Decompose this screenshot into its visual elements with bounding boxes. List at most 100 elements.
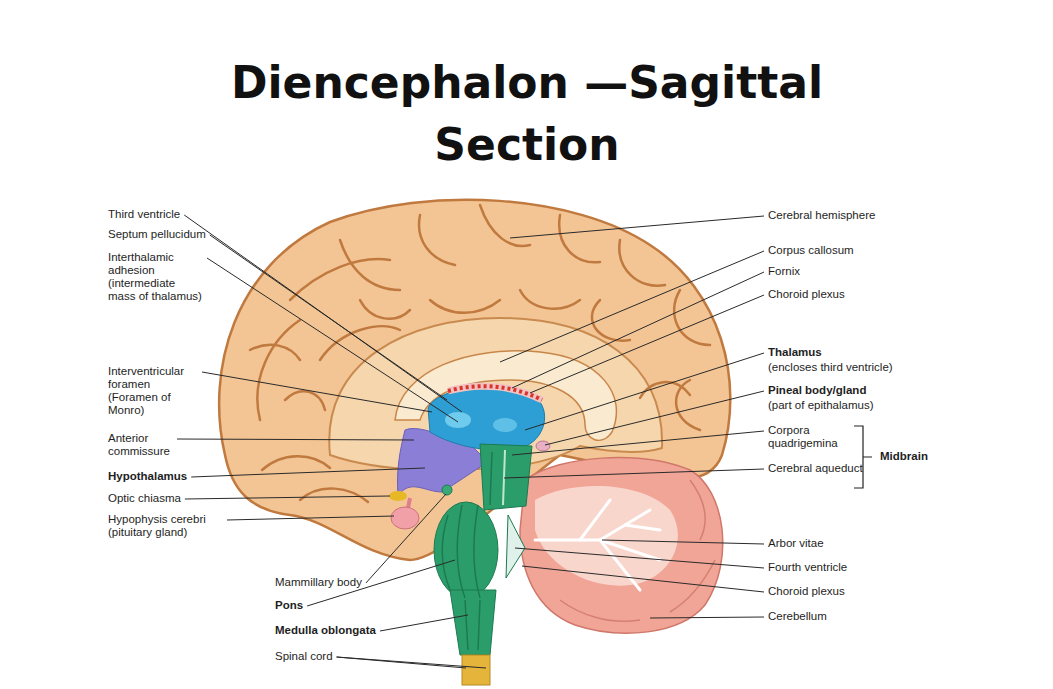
leader-line xyxy=(227,516,394,520)
diencephalon xyxy=(536,441,550,451)
cerebellum xyxy=(560,480,715,621)
structure-label: Third ventricle xyxy=(108,208,180,221)
structure-label: Fourth ventricle xyxy=(768,561,847,574)
structure-label: Pons xyxy=(275,599,303,612)
structure-label: Cerebral hemisphere xyxy=(768,209,875,222)
leader-line xyxy=(525,353,764,430)
structure-label: Corpus callosum xyxy=(768,244,854,257)
brainstem xyxy=(457,505,465,598)
structure-label: Hypothalamus xyxy=(108,470,187,483)
diagram-title: Diencephalon —Sagittal Section xyxy=(170,52,884,176)
cerebrum xyxy=(480,205,530,246)
midbrain-bracket xyxy=(854,426,872,488)
diencephalon xyxy=(391,507,419,529)
structure-label: Midbrain xyxy=(880,450,928,463)
leader-line xyxy=(522,566,764,592)
structure-label: Interventricular foramen (Foramen of Mon… xyxy=(108,365,198,417)
cerebrum xyxy=(419,215,455,265)
structure-label: Choroid plexus xyxy=(768,288,845,301)
structure-label: Anterior commissure xyxy=(108,432,173,458)
cerebellum xyxy=(535,486,678,586)
cerebellum xyxy=(560,600,640,621)
leader-line xyxy=(337,657,486,668)
brainstem xyxy=(442,515,450,590)
structure-label: Hypophysis cerebri (pituitary gland) xyxy=(108,513,223,539)
cerebrum xyxy=(430,300,500,313)
structure-label: Fornix xyxy=(768,265,800,278)
cerebrum xyxy=(674,290,710,345)
cerebrum xyxy=(290,259,390,300)
cerebellum xyxy=(580,500,610,540)
leader-line xyxy=(515,548,764,568)
structure-label: (part of epithalamus) xyxy=(768,399,873,412)
structure-label: Medulla oblongata xyxy=(275,624,376,637)
brainstem xyxy=(490,452,492,505)
leader-line xyxy=(512,272,764,388)
cerebrum xyxy=(592,300,630,341)
structure-label: Mammillary body xyxy=(275,576,362,589)
structure-label: Optic chiasma xyxy=(108,492,181,505)
leader-line xyxy=(207,258,458,422)
diencephalon xyxy=(442,485,452,495)
cerebellum xyxy=(625,525,660,530)
brainstem xyxy=(474,505,480,598)
cerebellum xyxy=(520,458,723,634)
cerebrum xyxy=(520,290,580,309)
brainstem xyxy=(462,655,490,685)
structure-label: Corpora quadrigemina xyxy=(768,424,863,450)
cerebellum xyxy=(520,458,723,634)
brainstem xyxy=(506,515,525,578)
cerebrum xyxy=(676,380,700,430)
leader-line xyxy=(504,469,764,478)
leader-line xyxy=(202,372,432,412)
brainstem xyxy=(434,444,532,685)
structure-label: Septum pellucidum xyxy=(108,228,206,241)
leader-line xyxy=(545,391,764,445)
cerebellum xyxy=(690,480,705,540)
cerebrum xyxy=(340,240,400,290)
structure-label: (encloses third ventricle) xyxy=(768,361,893,374)
leader-line xyxy=(380,615,468,631)
leader-line xyxy=(602,540,764,544)
cerebrum xyxy=(559,215,600,262)
structure-label: Cerebellum xyxy=(768,610,827,623)
cerebrum xyxy=(285,391,325,410)
leader-line xyxy=(366,494,446,583)
structure-label: Spinal cord xyxy=(275,650,333,663)
structure-label: Choroid plexus xyxy=(768,585,845,598)
diencephalon xyxy=(448,386,542,400)
diencephalon xyxy=(448,386,542,400)
structure-label: Arbor vitae xyxy=(768,537,824,550)
brainstem xyxy=(478,600,480,650)
structure-label: Pineal body/gland xyxy=(768,384,866,397)
leader-line xyxy=(210,235,447,400)
midbrain-bracket xyxy=(854,426,872,488)
cerebrum xyxy=(320,326,400,360)
leader-line xyxy=(177,439,414,440)
leader-line xyxy=(500,251,764,362)
brainstem xyxy=(442,452,492,650)
structure-label: Interthalamic adhesion (intermediate mas… xyxy=(108,251,203,303)
leader-line xyxy=(512,431,764,455)
leader-line xyxy=(191,468,425,477)
cerebrum xyxy=(360,300,410,319)
diencephalon xyxy=(493,418,517,432)
cerebrum xyxy=(250,345,300,360)
leader-line xyxy=(530,295,764,393)
cerebrum xyxy=(619,240,665,286)
brainstem xyxy=(434,502,498,598)
leader-line xyxy=(185,496,390,499)
diencephalon xyxy=(445,412,471,428)
brainstem xyxy=(450,590,496,655)
cerebrum xyxy=(250,205,710,502)
diencephalon xyxy=(389,491,407,501)
cerebrum xyxy=(300,488,368,502)
cerebellum xyxy=(535,500,660,590)
structure-label: Thalamus xyxy=(768,346,822,359)
diencephalon xyxy=(408,498,410,508)
structure-label: Cerebral aqueduct xyxy=(768,462,863,475)
brainstem xyxy=(465,600,468,650)
cerebrum xyxy=(257,320,300,420)
leader-line xyxy=(510,216,764,238)
cerebellum xyxy=(600,540,640,590)
